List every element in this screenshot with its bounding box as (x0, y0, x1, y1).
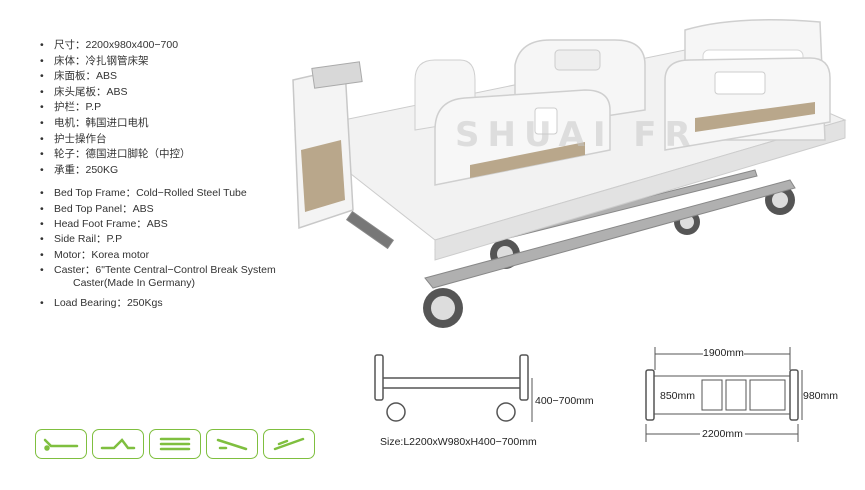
spec-item: 承重：250KG (38, 163, 298, 179)
caster-line-1: Caster：6"Tente Central−Control Break Sys… (54, 263, 276, 276)
spec-list-cn: 尺寸：2200x980x400−700 床体：冷扎钢管床架 床面板：ABS 床头… (38, 38, 298, 178)
inner-length-label: 1900mm (703, 347, 744, 359)
spec-item: Bed Top Panel：ABS (38, 202, 298, 218)
height-label: 400−700mm (535, 395, 594, 407)
outer-width-label: 980mm (803, 390, 839, 402)
side-view-diagram (374, 354, 533, 422)
outer-length-label: 2200mm (700, 428, 745, 440)
flat-position-icon[interactable] (35, 429, 87, 459)
spec-item: 轮子：德国进口脚轮（中控） (38, 147, 298, 163)
foot-board (292, 61, 363, 230)
spec-item: Motor：Korea motor (38, 248, 298, 264)
height-adjust-icon[interactable] (149, 429, 201, 459)
spec-item: 护士操作台 (38, 132, 298, 148)
spec-list: 尺寸：2200x980x400−700 床体：冷扎钢管床架 床面板：ABS 床头… (38, 38, 298, 312)
top-view-diagram (645, 347, 803, 442)
spec-item: 尺寸：2200x980x400−700 (38, 38, 298, 54)
front-side-rails (434, 57, 831, 186)
spec-item-caster: Caster：6"Tente Central−Control Break Sys… (38, 263, 298, 292)
caster-line-2: Caster(Made In Germany) (73, 277, 195, 290)
spec-item: 床面板：ABS (38, 69, 298, 85)
spec-item: Bed Top Frame：Cold−Rolled Steel Tube (38, 186, 298, 202)
bed-position-icons (35, 429, 315, 459)
reverse-trendelenburg-icon[interactable] (263, 429, 315, 459)
fowler-position-icon[interactable] (92, 429, 144, 459)
spec-item: Head Foot Frame：ABS (38, 217, 298, 233)
spec-item: 护栏：P.P (38, 100, 298, 116)
size-label: Size:L2200xW980xH400−700mm (380, 436, 537, 448)
spec-item: 床体：冷扎钢管床架 (38, 54, 298, 70)
spec-item: Side Rail：P.P (38, 232, 298, 248)
hospital-bed-illustration (292, 19, 847, 328)
trendelenburg-icon[interactable] (206, 429, 258, 459)
spec-list-en: Bed Top Frame：Cold−Rolled Steel Tube Bed… (38, 186, 298, 312)
inner-width-label: 850mm (660, 390, 696, 402)
spec-item: 床头尾板：ABS (38, 85, 298, 101)
watermark-text: SHUAI FR (455, 115, 699, 155)
spec-item: Load Bearing：250Kgs (38, 296, 298, 312)
spec-item: 电机：韩国进口电机 (38, 116, 298, 132)
